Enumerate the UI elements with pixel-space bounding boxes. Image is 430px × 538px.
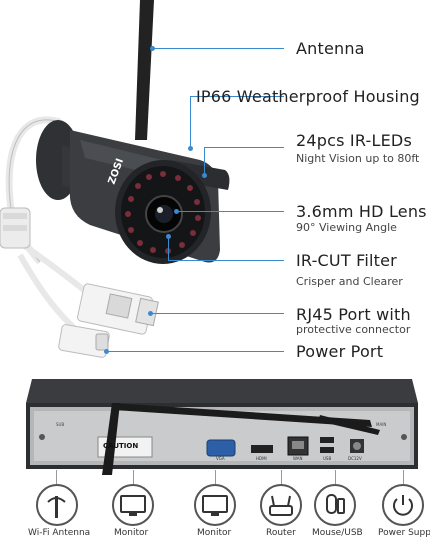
bottom-label-wifi-antenna: Wi-Fi Antenna: [28, 528, 91, 538]
wifi-antenna-icon: [47, 496, 66, 518]
connector-line: [215, 470, 216, 484]
wifi-antenna-circle: [36, 484, 78, 526]
callout-antenna-title: Antenna: [296, 39, 365, 58]
leader-ir-leds: [204, 147, 284, 148]
connector-line: [133, 470, 134, 484]
callout-lens-title: 3.6mm HD Lens: [296, 202, 427, 221]
power-circle: [382, 484, 424, 526]
callout-rj45-sub: protective connector: [296, 323, 411, 336]
leader-ir-cut-vertical: [168, 236, 169, 260]
leader-ir-cut: [168, 260, 284, 261]
caution-label: CAUTION: [103, 442, 139, 450]
connector-line: [56, 470, 57, 484]
bottom-label-power-supply: Power Supply: [378, 528, 430, 538]
monitor-icon: [120, 495, 146, 516]
connector-line: [335, 470, 336, 484]
callout-lens-sub: 90° Viewing Angle: [296, 221, 397, 234]
power-connector: [58, 324, 110, 358]
connector-line: [281, 470, 282, 484]
leader-lens: [176, 211, 284, 212]
leader-power: [106, 351, 284, 352]
callout-ir-leds-sub: Night Vision up to 80ft: [296, 152, 420, 165]
router-icon: [269, 495, 293, 516]
leader-dot: [188, 146, 193, 151]
nvr-illustration: [26, 379, 418, 475]
port-label-main: MAIN: [376, 422, 387, 427]
bottom-label-monitor-2: Monitor: [197, 528, 232, 538]
monitor-icon: [202, 495, 228, 516]
leader-dot: [148, 311, 153, 316]
bottom-label-mouse-usb: Mouse/USB: [312, 528, 363, 538]
router-circle: [260, 484, 302, 526]
port-label-dc: DC12V: [348, 456, 362, 461]
mouse-icon: [326, 494, 345, 514]
bottom-label-monitor-1: Monitor: [114, 528, 149, 538]
bottom-label-router: Router: [266, 528, 296, 538]
connector-line: [403, 470, 404, 484]
callout-rj45-title: RJ45 Port with: [296, 305, 411, 324]
callout-ir-cut-title: IR-CUT Filter: [296, 251, 397, 270]
rj45-connector: [77, 283, 159, 335]
leader-dot: [174, 209, 179, 214]
antenna: [135, 0, 154, 140]
leader-dot: [166, 234, 171, 239]
port-label-wan: WAN: [293, 456, 303, 461]
leader-housing-vertical: [190, 96, 191, 148]
monitor-circle-2: [194, 484, 236, 526]
leader-rj45: [150, 313, 284, 314]
port-label-vga: VGA: [216, 456, 225, 461]
monitor-circle-1: [112, 484, 154, 526]
ir-leds: [125, 171, 201, 254]
port-label-usb: USB: [323, 456, 332, 461]
leader-dot: [150, 46, 155, 51]
port-label-hdmi: HDMI: [256, 456, 267, 461]
leader-dot: [104, 349, 109, 354]
leader-ir-leds-vertical: [204, 147, 205, 175]
camera-illustration: [0, 0, 230, 358]
mouse-circle: [314, 484, 356, 526]
port-label-sub: SUB: [56, 422, 65, 427]
callout-housing-title: IP66 Weatherproof Housing: [196, 87, 420, 106]
callout-ir-leds-title: 24pcs IR-LEDs: [296, 131, 412, 150]
callout-power-title: Power Port: [296, 342, 384, 361]
power-icon: [393, 495, 413, 516]
leader-dot: [202, 173, 207, 178]
callout-ir-cut-sub: Crisper and Clearer: [296, 275, 403, 288]
leader-antenna: [152, 48, 284, 49]
leader-housing: [190, 96, 284, 97]
